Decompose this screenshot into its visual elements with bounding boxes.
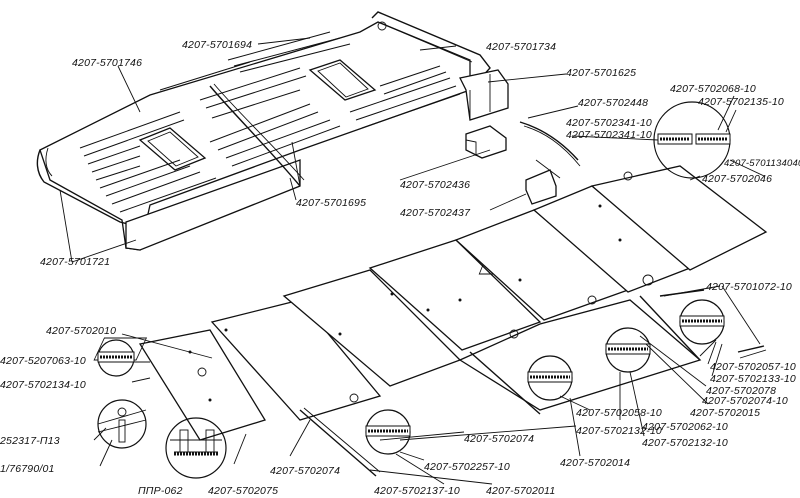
label-2437: 4207-5702437 [400,207,471,219]
label-2133: 4207-5702133-10 [710,373,796,385]
detail-circle-4 [365,409,411,455]
label-2137: 4207-5702137-10 [374,485,460,497]
label-2135: 4207-5702135-10 [698,96,784,108]
label-2074r: 4207-5702074-10 [702,395,788,407]
roof-hatch-rear [308,59,377,101]
label-1694: 4207-5701694 [182,39,252,51]
label-2062: 4207-5702062-10 [642,421,728,433]
label-2257: 4207-5702257-10 [424,461,510,473]
label-2132b: 4207-5702132-10 [642,437,728,449]
label-1746: 4207-5701746 [72,57,142,69]
label-1625: 4207-5701625 [566,67,636,79]
label-ppr: ППР-062 [138,485,183,497]
label-252317: 252317-П13 [0,435,60,447]
label-2068: 4207-5702068-10 [670,83,756,95]
part-labels: 4207-5701694 4207-5701734 4207-5701746 4… [0,39,800,497]
panel-2046 [590,165,768,271]
detail-circle-5 [527,355,573,401]
label-2341a: 4207-5702341-10 [566,117,652,129]
label-2015: 4207-5702015 [690,407,760,419]
label-2011: 4207-5702011 [486,485,555,497]
leader-lines [59,37,765,485]
label-1721: 4207-5701721 [40,256,110,268]
detail-circle-8 [653,101,731,179]
bracket-2437 [525,169,557,205]
panel-2011 [368,239,542,351]
label-2014: 4207-5702014 [560,457,630,469]
label-2341b: 4207-5702341-10 [566,129,652,141]
label-2132a: 4207-5702132-10 [576,425,662,437]
detail-circle-7 [679,299,725,345]
detail-circle-2 [97,399,147,449]
label-76790: 1/76790/01 [0,463,55,475]
label-134040: 4207-5701134040 [724,158,800,169]
floor-panels [93,165,768,477]
label-2075: 4207-5702075 [208,485,278,497]
label-2436: 4207-5702436 [400,179,470,191]
detail-circle-1 [97,339,135,377]
label-2010: 4207-5702010 [46,325,116,337]
label-2134: 4207-5702134-10 [0,379,86,391]
label-2078: 4207-5702078 [706,385,776,397]
detail-circle-6 [605,327,651,373]
bracket-2436 [465,125,507,159]
label-207063: 4207-5207063-10 [0,355,86,367]
roof-hatch-front [138,127,207,171]
label-2448: 4207-5702448 [578,97,648,109]
strip-2074 [299,409,377,477]
label-2046: 4207-5702046 [702,173,772,185]
panel-2075 [210,299,382,421]
label-2074b: 4207-5702074 [270,465,340,477]
label-2058: 4207-5702058-10 [576,407,662,419]
label-2074m: 4207-5702074 [464,433,534,445]
roof-ribs [79,31,461,213]
label-2057: 4207-5702057-10 [710,361,796,373]
roof-assembly [36,11,509,251]
edge-strip-2448 [519,121,579,161]
label-1695: 4207-5701695 [296,197,366,209]
panel-2010 [138,329,266,441]
label-1072: 4207-5701072-10 [706,281,792,293]
detail-circles [97,101,731,479]
detail-circle-3 [165,417,227,479]
label-1734: 4207-5701734 [486,41,556,53]
